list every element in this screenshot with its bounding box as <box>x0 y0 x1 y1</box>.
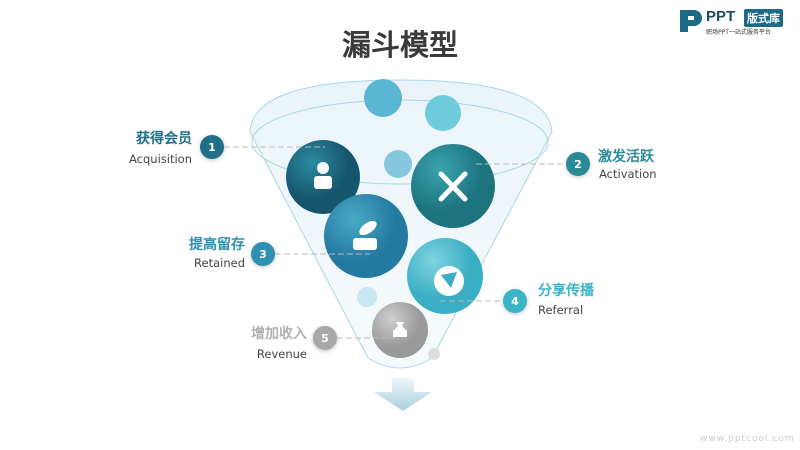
stage-badge-2: 2 <box>566 152 590 176</box>
stage-2-en: Activation <box>599 167 657 181</box>
stage-2-cn: 激发活跃 <box>598 149 654 165</box>
stage-circle-4 <box>407 238 483 314</box>
stage-circle-2 <box>411 144 495 228</box>
stage-badge-1: 1 <box>200 135 224 159</box>
stage-4-en: Referral <box>538 303 584 317</box>
paper-plane-icon <box>441 272 457 288</box>
stage-1-cn: 获得会员 <box>136 131 192 147</box>
stage-circle-5 <box>372 302 428 358</box>
open-can-icon <box>353 220 377 250</box>
stage-circle-3 <box>324 194 408 278</box>
stage-circle-1 <box>286 140 360 214</box>
stage-badge-4: 4 <box>503 289 527 313</box>
leader-lines <box>224 146 566 339</box>
page-title: 漏斗模型 <box>341 28 458 62</box>
stage-5-cn: 增加收入 <box>251 326 307 342</box>
stage-3-cn: 提高留存 <box>189 237 245 253</box>
brand-logo: PPT 版式库 职场PPT一站式服务平台 <box>678 6 796 36</box>
stage-3-en: Retained <box>194 256 245 270</box>
money-bag-icon <box>393 322 407 337</box>
logo-brand: PPT <box>706 8 736 25</box>
logo-tag: 版式库 <box>744 9 783 27</box>
stage-4-cn: 分享传播 <box>538 283 594 299</box>
stage-1-en: Acquisition <box>129 152 192 166</box>
stage-badge-5: 5 <box>313 326 337 350</box>
stage-5-en: Revenue <box>256 347 307 361</box>
logo-p-icon <box>680 10 702 32</box>
stage-badge-3: 3 <box>251 242 275 266</box>
logo-subtitle: 职场PPT一站式服务平台 <box>706 29 771 36</box>
down-arrow-icon <box>374 378 432 411</box>
user-icon <box>314 162 332 189</box>
crossed-bats-icon <box>438 171 468 202</box>
watermark: www.pptcool.com <box>700 434 795 444</box>
